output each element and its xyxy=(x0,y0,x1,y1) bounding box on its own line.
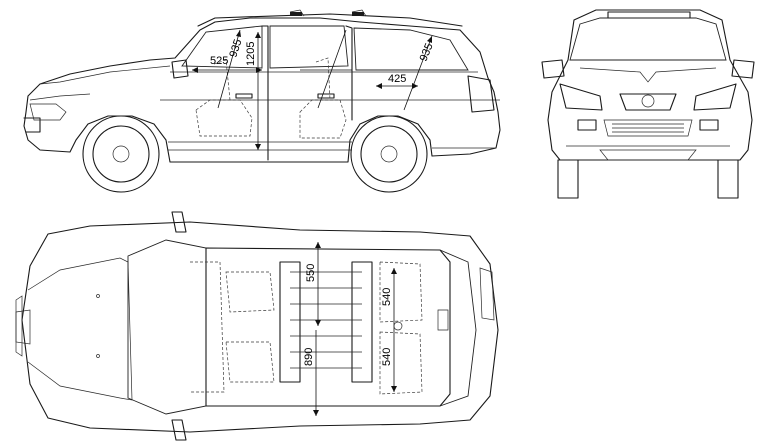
dim-425: 425 xyxy=(388,73,406,85)
dim-525: 525 xyxy=(210,55,228,67)
dim-550: 550 xyxy=(305,264,317,282)
dim-935-front: 935 xyxy=(227,38,244,59)
top-view: 550 540 890 540 xyxy=(15,211,499,441)
front-view xyxy=(541,9,755,199)
dim-540-lower: 540 xyxy=(381,348,393,366)
dim-935-rear: 935 xyxy=(418,42,436,64)
dim-1205: 1205 xyxy=(245,42,257,66)
dim-890: 890 xyxy=(303,348,315,366)
dim-540-upper: 540 xyxy=(381,288,393,306)
side-view: 525 935 1205 935 425 xyxy=(23,9,501,193)
